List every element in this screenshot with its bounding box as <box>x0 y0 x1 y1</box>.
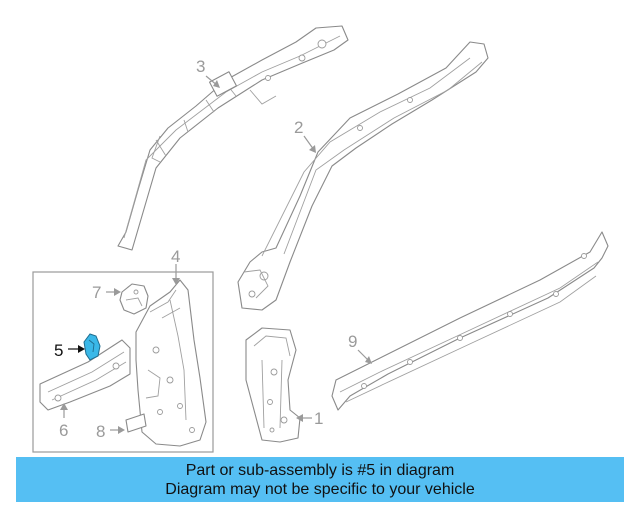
part-9-rocker <box>331 231 609 411</box>
callout-6: 6 <box>59 421 68 440</box>
callout-8: 8 <box>96 422 105 441</box>
exploded-view-box <box>32 271 214 453</box>
callout-3: 3 <box>196 57 205 76</box>
callout-2: 2 <box>294 118 303 137</box>
caption-line-1: Part or sub-assembly is #5 in diagram <box>185 461 455 479</box>
parts-diagram: 1 2 3 4 5 6 7 8 9 <box>32 25 609 453</box>
caption-line-2: Diagram may not be specific to your vehi… <box>165 480 475 498</box>
callout-4: 4 <box>171 247 180 266</box>
part-7-bracket <box>119 283 149 315</box>
callout-5: 5 <box>54 341 63 360</box>
callout-7: 7 <box>92 283 101 302</box>
callout-1: 1 <box>314 409 323 428</box>
part-3-roof-rail <box>117 25 349 251</box>
part-6-lower-bracket <box>39 339 131 411</box>
callout-9: 9 <box>348 332 357 351</box>
part-5-highlighted <box>83 333 101 361</box>
part-8-patch <box>125 413 147 433</box>
part-4-inner-panel <box>135 279 207 447</box>
part-2-pillar-inner <box>237 41 489 311</box>
part-1-pillar-lower <box>245 327 301 443</box>
caption-banner: Part or sub-assembly is #5 in diagram Di… <box>16 457 624 502</box>
